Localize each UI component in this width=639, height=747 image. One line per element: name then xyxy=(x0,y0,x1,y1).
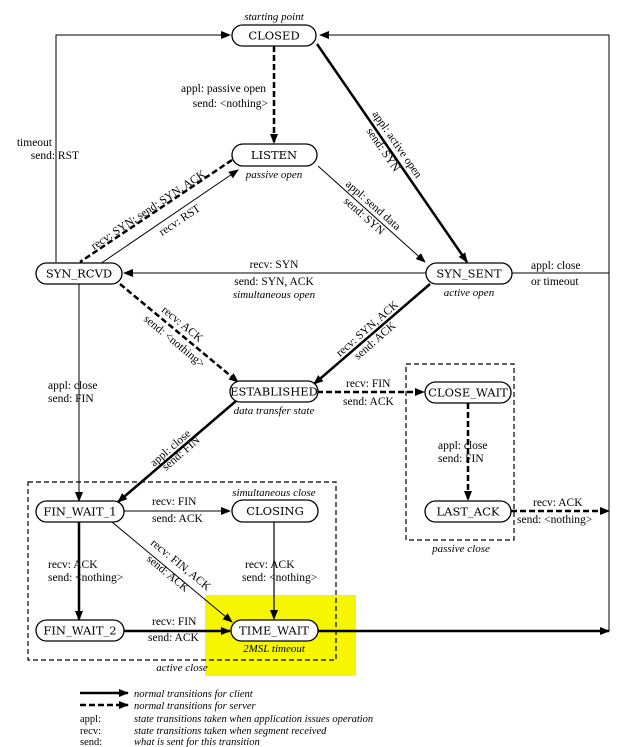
state-close-wait: CLOSE_WAIT xyxy=(424,381,512,404)
label-closewait-close: appl: close send: FIN xyxy=(438,440,488,465)
svg-text:FIN_WAIT_1: FIN_WAIT_1 xyxy=(43,505,116,519)
label-simultaneous-open: recv: SYN send: SYN, ACK xyxy=(234,259,314,288)
edge-finwait1-timewait xyxy=(111,521,233,623)
state-fin-wait-2: FIN_WAIT_2 xyxy=(35,619,125,642)
edge-established-finwait1 xyxy=(117,400,237,503)
state-established: ESTABLISHED xyxy=(229,380,319,403)
label-send-data: appl: send data send: SYN xyxy=(341,178,403,238)
label-finwait2-fin: recv: FIN send: ACK xyxy=(148,616,199,644)
legend-appl-key: appl: xyxy=(80,714,101,725)
edge-synrcvd-established xyxy=(119,283,239,383)
svg-text:appl: close: appl: close xyxy=(48,380,98,392)
edge-closed-synsent xyxy=(315,43,469,263)
svg-text:appl: passive open: appl: passive open xyxy=(181,83,266,95)
svg-text:send: <nothing>: send: <nothing> xyxy=(48,572,123,584)
svg-text:send: FIN: send: FIN xyxy=(48,393,94,405)
label-close-or-timeout: appl: close or timeout xyxy=(531,260,581,288)
svg-text:send: <nothing>: send: <nothing> xyxy=(242,572,317,584)
label-synrcvd-close: appl: close send: FIN xyxy=(48,380,98,405)
label-finwait1-ack: recv: ACK send: <nothing> xyxy=(48,559,123,584)
svg-text:SYN_SENT: SYN_SENT xyxy=(436,267,502,281)
svg-text:ESTABLISHED: ESTABLISHED xyxy=(230,385,318,399)
legend-send-desc: what is sent for this transition xyxy=(134,737,260,747)
state-closed: CLOSED xyxy=(231,24,317,47)
svg-text:recv: ACK: recv: ACK xyxy=(533,497,583,509)
legend-send-key: send: xyxy=(80,737,102,747)
svg-text:send: RST: send: RST xyxy=(31,150,79,162)
note-passive-close: passive close xyxy=(431,543,490,555)
svg-text:recv: ACK: recv: ACK xyxy=(48,559,98,571)
legend-recv-desc: state transitions taken when segment rec… xyxy=(134,726,327,737)
label-closing-ack: recv: ACK send: <nothing> xyxy=(242,559,317,584)
label-lastack-ack: recv: ACK send: <nothing> xyxy=(517,497,592,526)
label-active-open: appl: active open send: SYN xyxy=(364,109,425,181)
active-close-box xyxy=(27,481,337,661)
legend-server-text: normal transitions for server xyxy=(134,701,257,712)
svg-text:send: <nothing>: send: <nothing> xyxy=(517,514,592,526)
svg-text:send: ACK: send: ACK xyxy=(343,396,394,408)
svg-text:appl: close: appl: close xyxy=(531,260,581,272)
note-simultaneous-close: simultaneous close xyxy=(232,487,316,499)
label-finwait1-finack: recv: FIN, ACK send: ACK xyxy=(144,537,213,595)
svg-text:TIME_WAIT: TIME_WAIT xyxy=(239,624,309,638)
state-fin-wait-1: FIN_WAIT_1 xyxy=(35,500,125,523)
note-active-open: active open xyxy=(444,287,495,299)
note-data-transfer: data transfer state xyxy=(234,405,315,417)
note-2msl-timeout: 2MSL timeout xyxy=(243,643,306,655)
edge-synsent-closed xyxy=(319,31,610,274)
note-starting-point: starting point xyxy=(244,11,305,23)
svg-text:or timeout: or timeout xyxy=(531,276,579,288)
state-syn-sent: SYN_SENT xyxy=(425,262,513,285)
svg-text:send: ACK: send: ACK xyxy=(148,632,199,644)
label-established-fin: recv: FIN send: ACK xyxy=(343,378,394,408)
svg-text:CLOSED: CLOSED xyxy=(248,29,299,43)
legend-recv-key: recv: xyxy=(80,726,101,737)
edge-synrcvd-listen xyxy=(99,169,239,265)
label-synrcvd-ack: recv: ACK send: <nothing> xyxy=(141,304,207,370)
svg-text:send: <nothing>: send: <nothing> xyxy=(193,98,268,110)
svg-text:CLOSING: CLOSING xyxy=(246,504,304,518)
legend-client-text: normal transitions for client xyxy=(134,689,254,700)
label-timeout: timeout send: RST xyxy=(17,137,79,162)
legend-appl-desc: state transitions taken when application… xyxy=(134,714,373,725)
svg-text:LAST_ACK: LAST_ACK xyxy=(437,505,500,519)
edge-synrcvd-closed xyxy=(55,31,231,262)
note-simultaneous-open: simultaneous open xyxy=(233,289,316,301)
label-passive-open: appl: passive open send: <nothing> xyxy=(181,83,268,110)
svg-text:recv: FIN: recv: FIN xyxy=(346,378,391,390)
label-synsent-synack: recv: SYN, ACK send: ACK xyxy=(334,298,401,362)
state-closing: CLOSING xyxy=(231,499,319,523)
legend: normal transitions for client normal tra… xyxy=(80,689,373,747)
state-time-wait: TIME_WAIT xyxy=(230,619,319,642)
svg-text:FIN_WAIT_2: FIN_WAIT_2 xyxy=(43,624,116,638)
label-recv-syn-send-synack: recv: SYN; send: SYN, ACK recv: RST xyxy=(89,168,208,253)
edge-listen-synrcvd xyxy=(79,158,233,264)
passive-close-box xyxy=(405,363,515,541)
svg-text:send: SYN, ACK: send: SYN, ACK xyxy=(234,276,314,288)
edge-listen-synsent xyxy=(317,165,426,263)
svg-text:send: FIN: send: FIN xyxy=(438,453,484,465)
svg-text:recv: FIN: recv: FIN xyxy=(152,616,197,628)
svg-text:appl: close: appl: close xyxy=(438,440,488,452)
svg-text:send: ACK: send: ACK xyxy=(152,513,203,525)
svg-text:timeout: timeout xyxy=(17,137,53,149)
label-established-close: appl: close send: FIN xyxy=(148,428,203,474)
edge-synsent-established xyxy=(313,283,431,385)
svg-text:LISTEN: LISTEN xyxy=(251,148,297,162)
state-last-ack: LAST_ACK xyxy=(424,500,512,523)
label-finwait1-fin: recv: FIN send: ACK xyxy=(152,496,203,525)
svg-text:recv: ACK: recv: ACK xyxy=(245,559,295,571)
svg-text:CLOSE_WAIT: CLOSE_WAIT xyxy=(428,386,508,400)
svg-text:SYN_RCVD: SYN_RCVD xyxy=(46,267,112,281)
svg-text:recv: FIN: recv: FIN xyxy=(152,496,197,508)
note-passive-open: passive open xyxy=(245,169,303,181)
note-active-close: active close xyxy=(156,662,208,674)
svg-text:recv: SYN: recv: SYN xyxy=(250,259,300,271)
state-listen: LISTEN xyxy=(231,143,318,167)
state-syn-rcvd: SYN_RCVD xyxy=(35,262,123,285)
